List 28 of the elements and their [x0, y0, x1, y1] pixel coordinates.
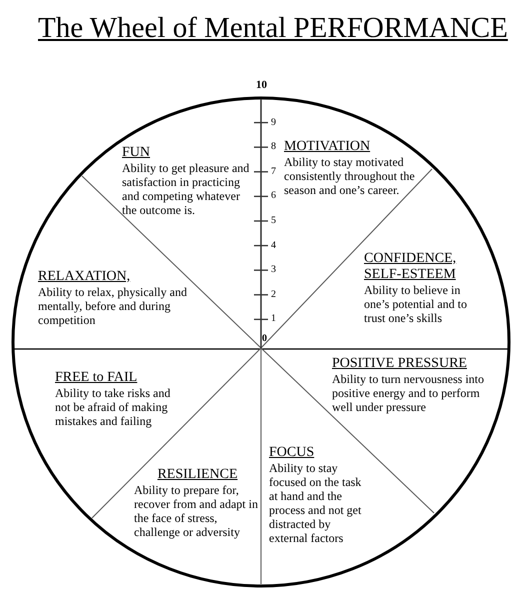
sector-title: MOTIVATION [284, 139, 370, 155]
scale-number: 1 [271, 314, 276, 324]
scale-number: 8 [271, 142, 276, 152]
sector-description: Ability to relax, physically and mentally, before and during competition [38, 285, 188, 327]
scale-number: 0 [262, 334, 267, 344]
scale-number: 9 [271, 118, 276, 128]
sector-description: Ability to believe in one’s potential and to trust one’s skills [364, 283, 468, 325]
sector-description: Ability to prepare for, recover from and adapt in the face of stress, challenge or adversity [134, 483, 259, 539]
scale-number: 2 [271, 290, 276, 300]
scale-number: 3 [271, 265, 276, 276]
sector-description: Ability to get pleasure and satisfaction in practicing and competing whatever the outcome is. [122, 161, 250, 217]
sector-title: FOCUS [269, 445, 314, 461]
scale-number: 5 [271, 216, 276, 226]
scale-number: 10 [256, 80, 267, 91]
sector-title: RELAXATION, [38, 269, 130, 285]
scale-number: 7 [271, 166, 276, 177]
diagram-title: The Wheel of Mental PERFORMANCE [38, 14, 508, 43]
sector-title: POSITIVE PRESSURE [332, 356, 467, 372]
sector-title: FREE to FAIL [55, 370, 138, 386]
sector-description: Ability to turn nervousness into positive energy and to perform well under pressure [332, 372, 485, 414]
scale-number: 6 [271, 191, 276, 202]
sector-title: RESILIENCE [157, 467, 238, 483]
sector-description: Ability to stay focused on the task at hand and the process and not get distracted by external factors [269, 461, 362, 545]
sector-description: Ability to take risks and not be afraid of making mistakes and failing [55, 386, 172, 428]
sector-title: CONFIDENCE, SELF-ESTEEM [364, 251, 458, 283]
sector-description: Ability to stay motivated consistently throughout the season and one’s career. [284, 155, 416, 197]
scale-number: 4 [271, 240, 276, 251]
sector-title: FUN [122, 145, 150, 161]
